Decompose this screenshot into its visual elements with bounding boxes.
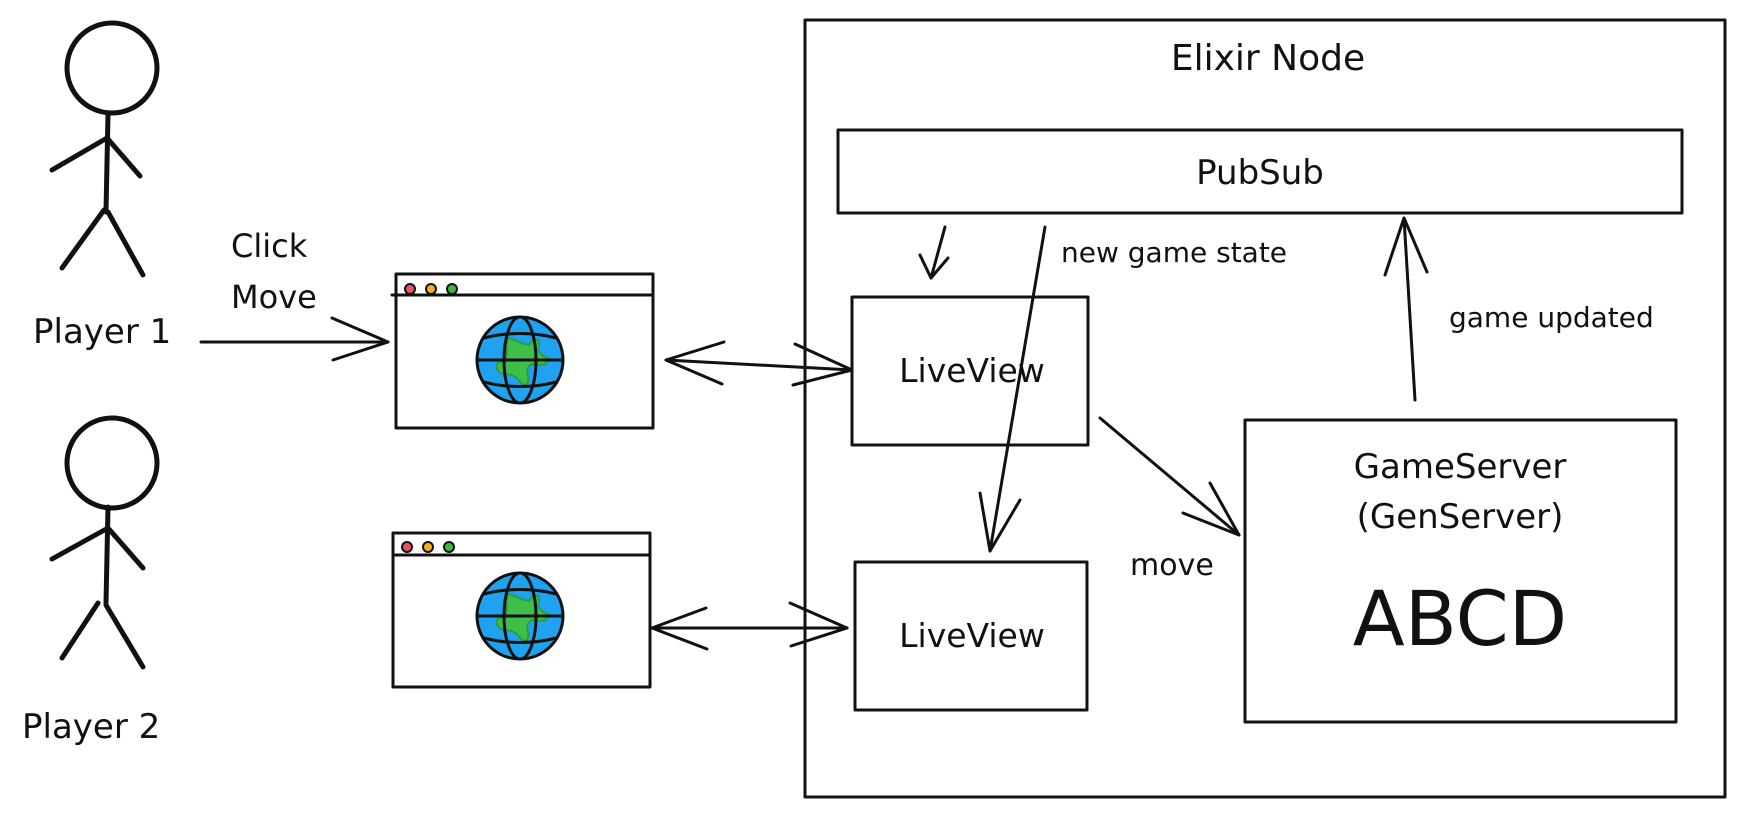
move-edge-label: move bbox=[1130, 548, 1214, 583]
game-state-value: ABCD bbox=[1353, 574, 1567, 663]
new-game-state-label: new game state bbox=[1061, 236, 1287, 269]
liveview-1-box[interactable]: LiveView bbox=[850, 295, 1090, 447]
game-updated-edge: game updated bbox=[1383, 216, 1654, 402]
elixir-node-title: Elixir Node bbox=[1171, 38, 1365, 79]
gameserver-title: GameServer bbox=[1354, 447, 1567, 487]
liveview-2-label: LiveView bbox=[899, 616, 1045, 655]
player-2-label: Player 2 bbox=[22, 707, 160, 747]
arrow-down-icon bbox=[918, 225, 950, 280]
globe-icon bbox=[475, 571, 565, 661]
gameserver-subtitle: (GenServer) bbox=[1357, 497, 1564, 537]
window-close-dot bbox=[401, 541, 413, 553]
player-2-actor: Player 2 bbox=[22, 415, 160, 747]
new-game-state-edge: new game state bbox=[978, 225, 1287, 553]
move-label: Move bbox=[231, 278, 317, 316]
bidirectional-arrow-icon bbox=[650, 601, 849, 651]
stick-figure-icon bbox=[49, 415, 160, 670]
browser-window-player-1[interactable] bbox=[390, 272, 655, 430]
arrow-down-icon bbox=[978, 225, 1047, 553]
arrow-right-icon bbox=[199, 316, 390, 362]
game-updated-label: game updated bbox=[1449, 301, 1654, 334]
bidirectional-arrow-icon bbox=[664, 340, 854, 387]
player-1-actor: Player 1 bbox=[33, 20, 171, 352]
arrow-up-icon bbox=[1383, 216, 1429, 402]
browser-window-player-2[interactable] bbox=[391, 531, 652, 689]
gameserver-box[interactable]: GameServer (GenServer) ABCD bbox=[1243, 418, 1678, 724]
click-move-edge: Click Move bbox=[199, 227, 390, 362]
window-maximize-dot bbox=[446, 283, 458, 295]
arrow-diagonal-icon bbox=[1098, 416, 1241, 537]
player-1-label: Player 1 bbox=[33, 312, 171, 352]
move-edge: move bbox=[1098, 416, 1241, 583]
pubsub-box[interactable]: PubSub bbox=[836, 128, 1684, 215]
pubsub-label: PubSub bbox=[1196, 153, 1324, 193]
stick-figure-icon bbox=[49, 20, 160, 278]
window-close-dot bbox=[404, 283, 416, 295]
window-maximize-dot bbox=[443, 541, 455, 553]
globe-icon bbox=[475, 315, 565, 405]
click-label: Click bbox=[231, 227, 308, 265]
elixir-node-container: Elixir Node bbox=[803, 18, 1727, 799]
window-minimize-dot bbox=[422, 541, 434, 553]
window-minimize-dot bbox=[425, 283, 437, 295]
liveview-2-box[interactable]: LiveView bbox=[853, 560, 1089, 712]
